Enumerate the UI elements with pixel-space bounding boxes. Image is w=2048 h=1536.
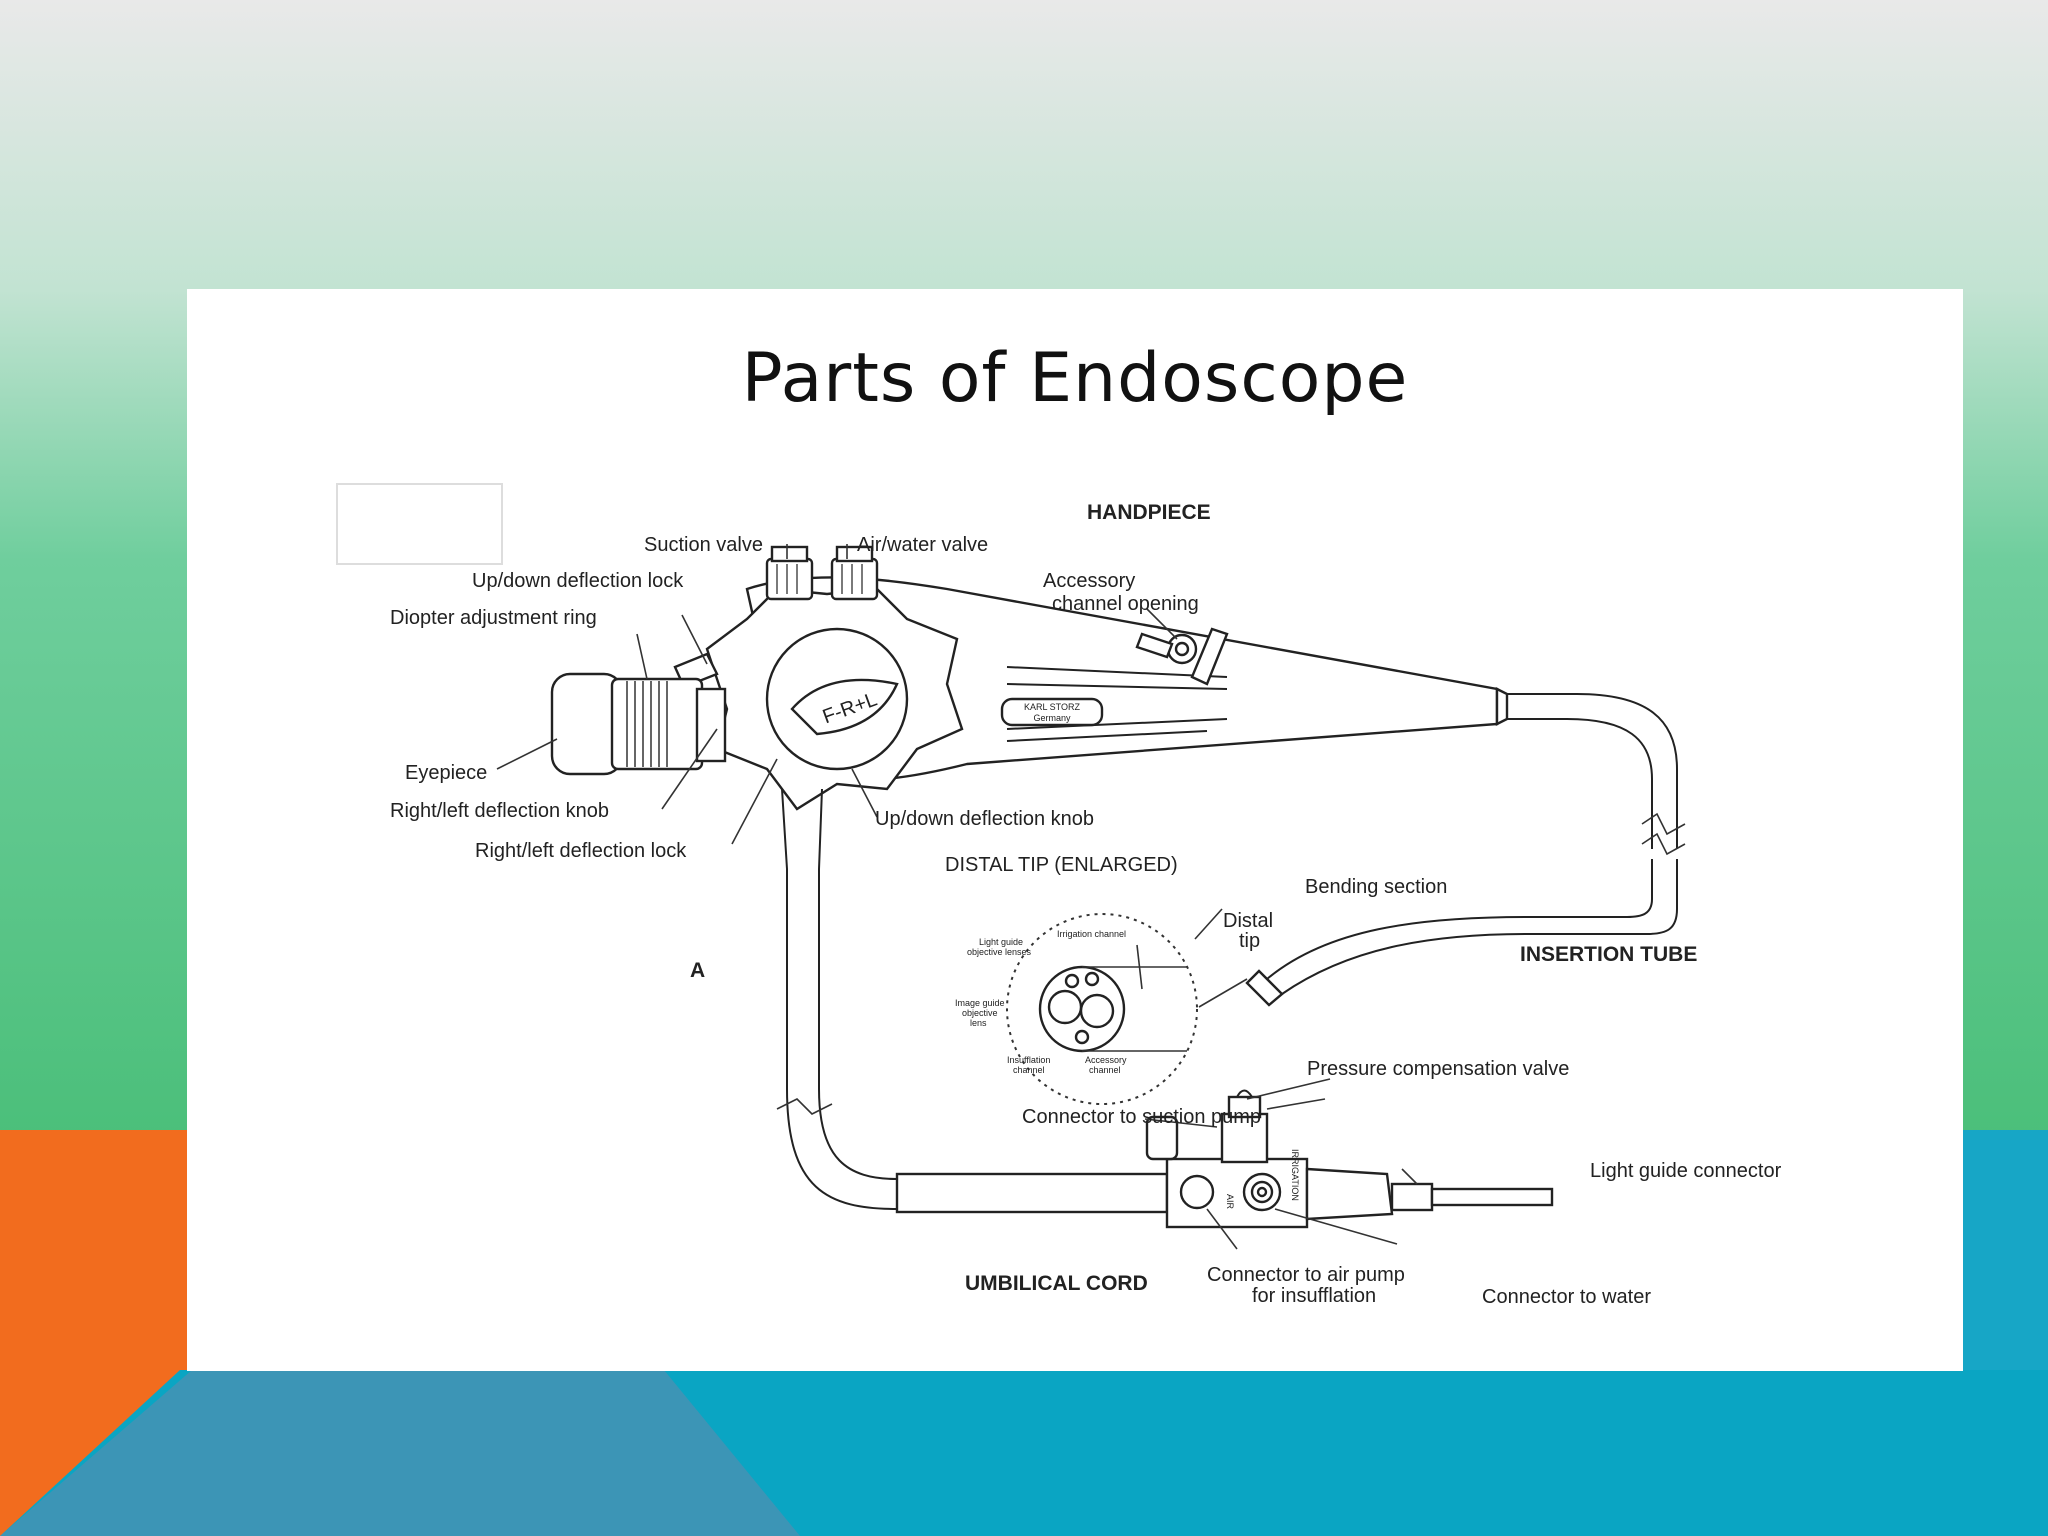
brand-country-text: Germany <box>1033 713 1071 723</box>
label-accessory-channel-1: Accessory <box>1085 1055 1127 1065</box>
eyepiece-assembly <box>550 672 727 776</box>
label-suction-valve: Suction valve <box>644 534 763 556</box>
umbilical-cord: AIR IRRIGATION <box>776 788 1554 1229</box>
label-light-guide-connector: Light guide connector <box>1590 1160 1782 1182</box>
leader-lines <box>496 544 1418 1250</box>
label-irrigation-channel: Irrigation channel <box>1057 929 1126 939</box>
label-connector-air-pump-2: for insufflation <box>1252 1285 1376 1307</box>
label-eyepiece: Eyepiece <box>405 762 487 784</box>
label-up-down-deflection-knob: Up/down deflection knob <box>875 808 1094 830</box>
blank-frame <box>336 483 503 565</box>
label-connector-air-pump-1: Connector to air pump <box>1207 1264 1405 1286</box>
label-connector-water: Connector to water <box>1482 1286 1651 1308</box>
label-diopter-adjustment-ring: Diopter adjustment ring <box>390 607 597 629</box>
valves <box>765 545 879 601</box>
insertion-tube <box>1245 693 1686 1007</box>
distal-tip-enlarged <box>1006 913 1248 1105</box>
deflection-knob: F-R+L <box>673 587 964 811</box>
slide-title: Parts of Endoscope <box>741 339 1409 418</box>
endoscope-diagram: KARL STORZ Germany F-R+L <box>336 483 1782 1308</box>
label-insufflation-1: Insufflation <box>1007 1055 1050 1065</box>
brand-plate <box>1000 697 1104 727</box>
label-accessory-channel-opening-2: channel opening <box>1052 593 1199 615</box>
label-distal-tip-2: tip <box>1239 930 1260 952</box>
label-air-water-valve: Air/water valve <box>857 534 988 556</box>
label-accessory-channel-2: channel <box>1089 1065 1121 1075</box>
label-right-left-deflection-lock: Right/left deflection lock <box>475 840 687 862</box>
label-bending-section: Bending section <box>1305 876 1447 898</box>
label-image-guide-2: objective <box>962 1008 998 1018</box>
label-figure-letter: A <box>690 959 705 982</box>
label-handpiece: HANDPIECE <box>1087 501 1211 524</box>
label-right-left-deflection-knob: Right/left deflection knob <box>390 800 609 822</box>
accessory-port <box>1135 627 1229 686</box>
label-connector-suction-pump: Connector to suction pump <box>1022 1106 1261 1128</box>
slide-content-panel: Parts of Endoscope KARL STORZ Germany F-… <box>187 289 1963 1371</box>
label-accessory-channel-opening-1: Accessory <box>1043 570 1135 592</box>
label-distal-tip-enlarged: DISTAL TIP (ENLARGED) <box>945 854 1178 876</box>
label-umbilical-cord: UMBILICAL CORD <box>965 1272 1148 1295</box>
label-image-guide-1: Image guide <box>955 998 1005 1008</box>
air-text: AIR <box>1225 1194 1235 1210</box>
label-light-guide-2: objective lenses <box>967 947 1032 957</box>
irrigation-text: IRRIGATION <box>1290 1149 1300 1201</box>
label-up-down-deflection-lock: Up/down deflection lock <box>472 570 684 592</box>
label-light-guide-1: Light guide <box>979 937 1023 947</box>
label-image-guide-3: lens <box>970 1018 987 1028</box>
brand-text: KARL STORZ <box>1024 702 1081 712</box>
label-pressure-compensation-valve: Pressure compensation valve <box>1307 1058 1569 1080</box>
label-insufflation-2: channel <box>1013 1065 1045 1075</box>
label-distal-tip-1: Distal <box>1223 910 1273 932</box>
label-insertion-tube: INSERTION TUBE <box>1520 943 1697 966</box>
